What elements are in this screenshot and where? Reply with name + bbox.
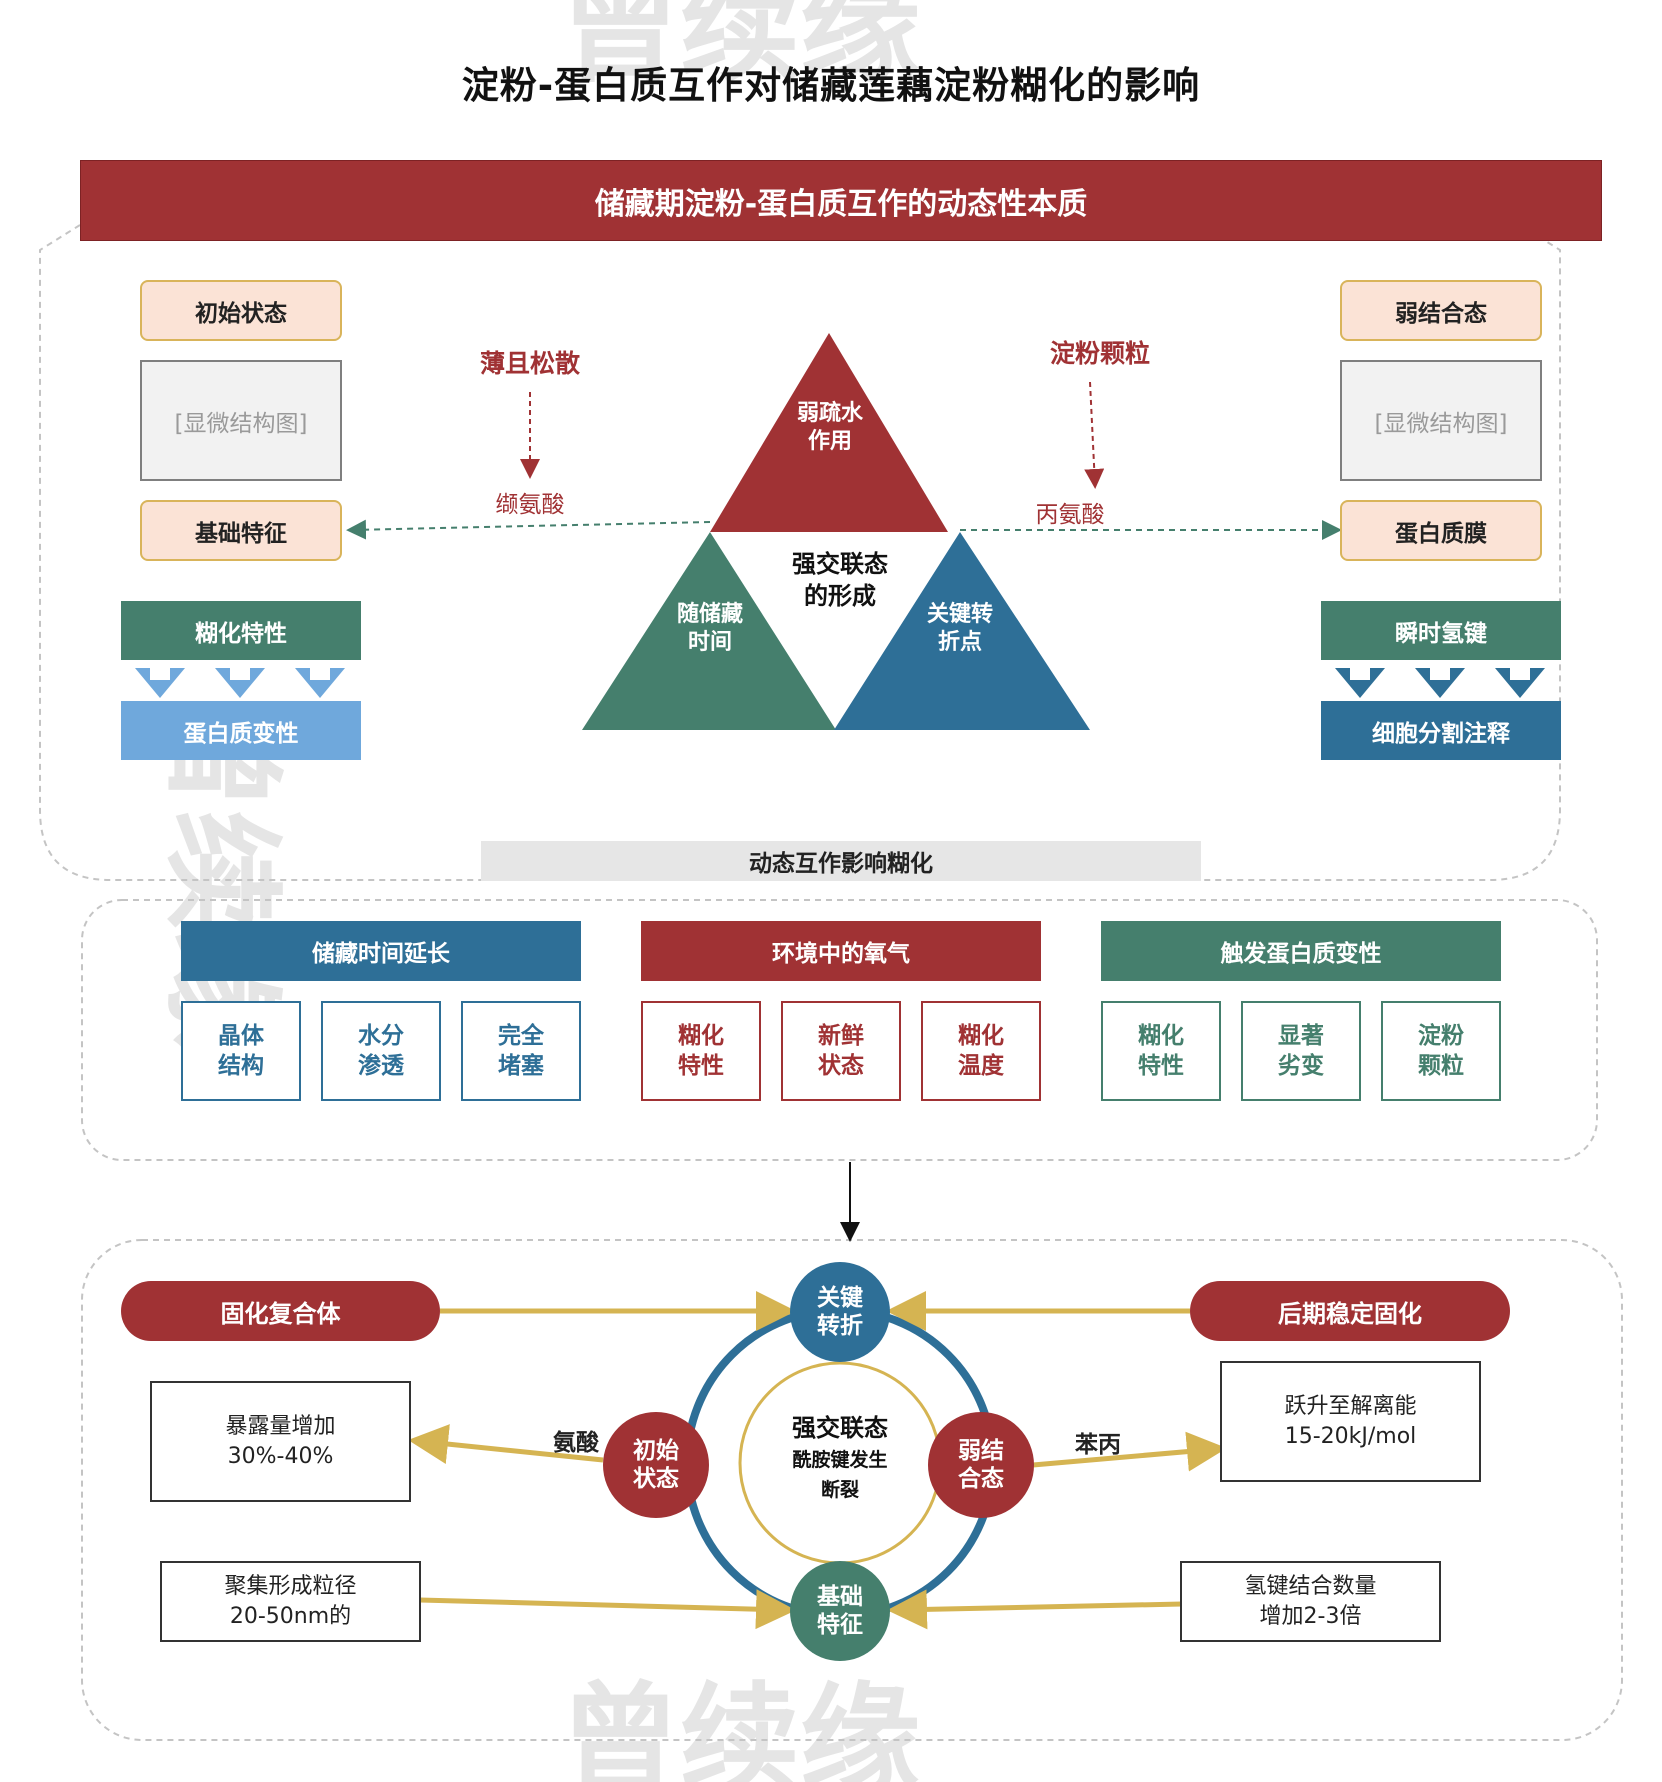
note-hydrogen-bonds: 氢键结合数量增加2-3倍	[1180, 1561, 1441, 1642]
tile-oxygen-3: 糊化温度	[921, 1001, 1041, 1101]
node-basic-feature: 基础特征	[790, 1561, 890, 1661]
node-key-turning-point: 关键转折	[790, 1262, 890, 1362]
left-chevrons	[135, 668, 345, 698]
triangle-top-label: 弱疏水作用	[796, 401, 863, 454]
left-annotation-sub: 缬氨酸	[495, 492, 565, 518]
page-title: 淀粉-蛋白质互作对储藏莲藕淀粉糊化的影响	[461, 64, 1201, 107]
right-annotation-title: 淀粉颗粒	[1049, 339, 1150, 368]
right-chevrons	[1335, 668, 1545, 698]
node-initial-state: 初始状态	[603, 1412, 709, 1518]
left-state-label: 初始状态	[140, 280, 342, 341]
left-feature-label: 基础特征	[140, 500, 342, 561]
node-weak-bound-state: 弱结合态	[928, 1412, 1034, 1518]
tile-denature-1: 糊化特性	[1101, 1001, 1221, 1101]
middle-panel	[81, 899, 1598, 1161]
category-header-denature: 触发蛋白质变性	[1101, 921, 1501, 981]
arrow-note-to-bottom	[419, 1589, 796, 1630]
arrow-label-right: 苯丙	[1075, 1432, 1121, 1458]
triangle-right	[834, 532, 1090, 730]
tile-denature-3: 淀粉颗粒	[1381, 1001, 1501, 1101]
left-bar-top: 糊化特性	[121, 601, 361, 660]
right-bar-top: 瞬时氢键	[1321, 601, 1561, 660]
arrow-label-left: 氨酸	[553, 1430, 599, 1456]
left-bar-bottom: 蛋白质变性	[121, 701, 361, 760]
tile-oxygen-1: 糊化特性	[641, 1001, 761, 1101]
tile-storage-1: 晶体结构	[181, 1001, 301, 1101]
tile-denature-2: 显著劣变	[1241, 1001, 1361, 1101]
tile-storage-3: 完全堵塞	[461, 1001, 581, 1101]
top-banner: 储藏期淀粉-蛋白质互作的动态性本质	[80, 160, 1602, 241]
left-annotation-title: 薄且松散	[479, 349, 580, 378]
triangle-center-label: 强交联态的形成	[792, 550, 888, 610]
cycle-center-text: 强交联态 酰胺键发生 断裂	[792, 1414, 888, 1501]
triangle-right-label: 关键转折点	[926, 602, 993, 655]
triangle-top	[710, 333, 948, 532]
pill-solidified-complex: 固化复合体	[121, 1281, 440, 1341]
right-annotation-sub: 丙氨酸	[1035, 502, 1105, 528]
arrow-initial-to-note	[408, 1424, 604, 1464]
right-state-label: 弱结合态	[1340, 280, 1542, 341]
right-bar-bottom: 细胞分割注释	[1321, 701, 1561, 760]
triangle-left-label: 随储藏时间	[676, 602, 743, 655]
tile-storage-2: 水分渗透	[321, 1001, 441, 1101]
arrow-note-to-bottom-right	[887, 1589, 1183, 1630]
right-annotation-arrow	[1084, 381, 1105, 489]
category-header-storage: 储藏时间延长	[181, 921, 581, 981]
category-header-oxygen: 环境中的氧气	[641, 921, 1041, 981]
right-microstructure-placeholder: [显微结构图]	[1340, 360, 1542, 481]
arrow-weak-to-note	[1032, 1431, 1227, 1472]
right-feature-label: 蛋白质膜	[1340, 500, 1542, 561]
watermark-top: 曾续缘	[560, 0, 920, 99]
left-microstructure-placeholder: [显微结构图]	[140, 360, 342, 481]
pill-late-stable: 后期稳定固化	[1190, 1281, 1510, 1341]
tile-oxygen-2: 新鲜状态	[781, 1001, 901, 1101]
watermark-bottom: 曾续缘	[560, 1672, 920, 1782]
connector-left	[346, 519, 711, 540]
section-label: 动态互作影响糊化	[481, 841, 1201, 881]
triangle-left	[582, 532, 836, 730]
